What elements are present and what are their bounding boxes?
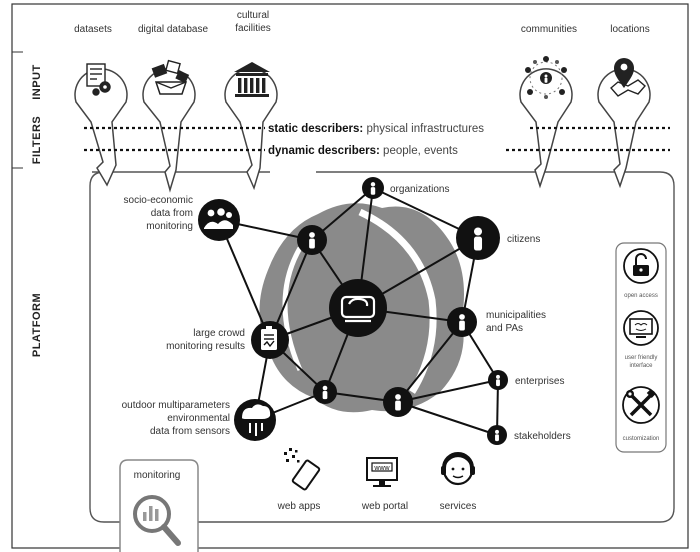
node-municipalities: [447, 307, 477, 337]
label-outdoor-line1: outdoor multiparameters: [122, 400, 230, 411]
headset-services-icon: [441, 452, 475, 486]
node-person-lower-mid: [313, 380, 337, 404]
open-lock-icon: [623, 248, 659, 284]
input-label-locations: locations: [610, 24, 649, 35]
label-socio-line2: data from: [151, 208, 193, 219]
label-web-apps: web apps: [277, 501, 321, 512]
museum-building-icon: [234, 62, 270, 97]
central-database-icon: [329, 279, 387, 337]
socio-economic-group-icon: [198, 199, 240, 241]
svg-text:www: www: [373, 465, 390, 472]
label-outdoor-line2: environmental: [167, 413, 230, 424]
label-organizations: organizations: [390, 184, 449, 195]
funnel-communities: [519, 68, 573, 189]
input-label-datasets: datasets: [74, 24, 112, 35]
label-municipalities-line1: municipalities: [486, 310, 546, 321]
digital-database-icon: [151, 59, 190, 95]
label-enterprises: enterprises: [515, 376, 564, 387]
web-apps-icon: [284, 448, 321, 491]
input-funnels: [74, 68, 651, 193]
crowd-clipboard-icon: [251, 321, 289, 359]
map-pin-icon: [610, 58, 646, 97]
node-organizations: [362, 177, 384, 199]
label-socio-line3: monitoring: [146, 221, 193, 232]
section-label-platform: PLATFORM: [31, 293, 43, 357]
dynamic-describers-text: dynamic describers: people, events: [268, 145, 458, 157]
outer-frame: [11, 3, 689, 549]
community-network-icon: [525, 56, 567, 99]
static-describers-text: static describers: physical infrastructu…: [268, 123, 484, 135]
input-label-cultural: cultural: [237, 10, 269, 21]
label-user-friendly: user friendly: [625, 355, 658, 361]
label-customization: customization: [623, 436, 660, 442]
funnel-locations: [597, 68, 651, 189]
label-citizens: citizens: [507, 234, 540, 245]
funnel-cultural-facilities: [224, 68, 278, 191]
label-open-access: open access: [624, 293, 658, 299]
datasets-gear-icon: [86, 63, 111, 96]
input-label-communities: communities: [521, 24, 577, 35]
platform-box: [89, 171, 675, 523]
section-label-input: INPUT: [31, 64, 43, 100]
label-municipalities-line2: and PAs: [486, 323, 523, 334]
label-monitoring: monitoring: [134, 470, 181, 481]
node-person-lower-right: [383, 387, 413, 417]
label-crowd-line1: large crowd: [193, 328, 245, 339]
magnifier-chart-icon: [133, 495, 181, 546]
input-label-digital-database: digital database: [138, 24, 208, 35]
node-person-upper-left: [297, 225, 327, 255]
feature-panel: [615, 242, 667, 453]
section-label-filters: FILTERS: [31, 116, 43, 165]
user-friendly-interface-icon: [623, 310, 659, 346]
sensor-cloud-icon: [234, 399, 276, 441]
label-stakeholders: stakeholders: [514, 431, 571, 442]
input-label-facilities: facilities: [235, 23, 271, 34]
label-socio-line1: socio-economic: [124, 195, 193, 206]
label-interface: interface: [629, 363, 653, 369]
node-enterprises: [488, 370, 508, 390]
node-stakeholders: [487, 425, 507, 445]
label-crowd-line2: monitoring results: [166, 341, 245, 352]
tools-customization-icon: [622, 386, 660, 424]
label-services: services: [440, 501, 477, 512]
label-web-portal: web portal: [361, 501, 408, 512]
web-portal-icon: www: [366, 457, 398, 487]
node-citizens: [456, 216, 500, 260]
label-outdoor-line3: data from sensors: [150, 426, 230, 437]
